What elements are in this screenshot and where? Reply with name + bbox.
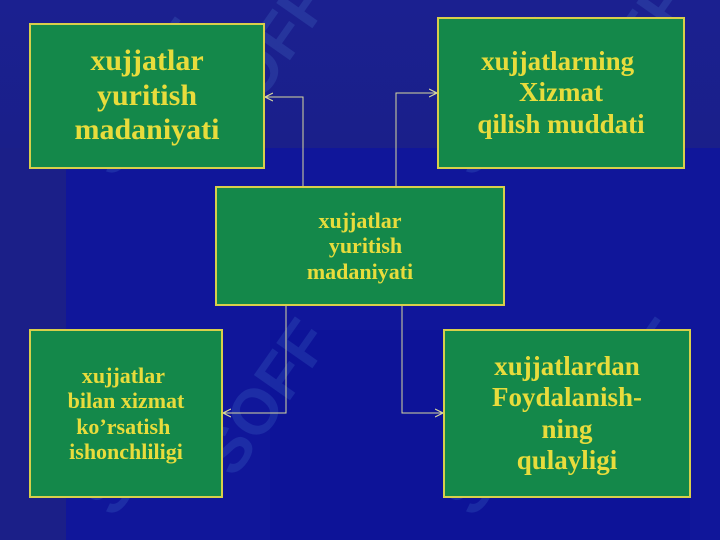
top-right-box: xujjatlarning Xizmat qilish muddati bbox=[437, 17, 685, 169]
bottom-right-line: xujjatlardan bbox=[494, 351, 640, 382]
bottom-left-line: ishonchliligi bbox=[69, 438, 183, 464]
connector-bottom-right bbox=[401, 306, 443, 413]
top-right-line: Xizmat bbox=[519, 77, 603, 108]
top-right-line: xujjatlarning bbox=[481, 46, 641, 77]
top-left-box: xujjatlar yuritish madaniyati bbox=[29, 23, 265, 169]
center-box: xujjatlar yuritish madaniyati bbox=[215, 186, 505, 306]
top-right-line: qilish muddati bbox=[477, 108, 645, 139]
top-left-line: xujjatlar bbox=[90, 44, 204, 78]
top-left-line: madaniyati bbox=[74, 113, 220, 147]
bottom-left-line: ko’rsatish bbox=[76, 413, 176, 439]
connector-bottom-left bbox=[223, 306, 287, 413]
bottom-right-line: Foydalanish- bbox=[491, 382, 643, 413]
bottom-right-line: qulayligi bbox=[516, 444, 618, 475]
bottom-right-line: ning bbox=[541, 413, 593, 444]
bottom-left-box: xujjatlar bilan xizmat ko’rsatish ishonc… bbox=[29, 329, 223, 498]
center-line: yuritish bbox=[317, 233, 403, 259]
center-line: madaniyati bbox=[306, 258, 414, 284]
center-line: xujjatlar bbox=[318, 208, 402, 234]
bottom-left-line: bilan xizmat bbox=[67, 388, 185, 414]
top-left-line: yuritish bbox=[96, 78, 198, 112]
connector-top-right bbox=[395, 93, 437, 186]
bottom-right-box: xujjatlardan Foydalanish- ning qulayligi bbox=[443, 329, 691, 498]
connector-top-left bbox=[265, 97, 304, 186]
bottom-left-line: xujjatlar bbox=[81, 362, 171, 388]
